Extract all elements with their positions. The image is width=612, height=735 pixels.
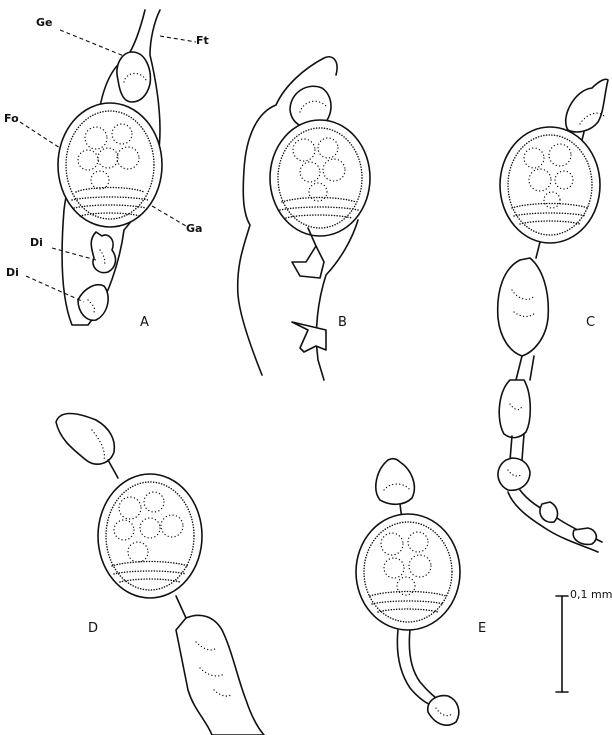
panel-label-c: C — [586, 315, 595, 330]
panel-label-e: E — [478, 621, 486, 636]
panel-b-drawing — [238, 57, 370, 380]
panel-a-drawing — [58, 10, 162, 325]
panel-label-a: A — [140, 315, 149, 330]
panel-e-drawing — [356, 459, 460, 726]
scale-bar-label: 0,1 mm — [570, 588, 612, 601]
panel-label-b: B — [338, 315, 347, 330]
label-di-lower: Di — [6, 266, 19, 279]
label-ge: Ge — [36, 16, 53, 29]
label-ga: Ga — [186, 222, 202, 235]
panel-d-drawing — [56, 414, 264, 735]
label-di-upper: Di — [30, 236, 43, 249]
label-ft: Ft — [196, 34, 209, 47]
panel-label-d: D — [88, 621, 98, 636]
scale-bar — [556, 596, 568, 692]
label-fo: Fo — [4, 112, 19, 125]
